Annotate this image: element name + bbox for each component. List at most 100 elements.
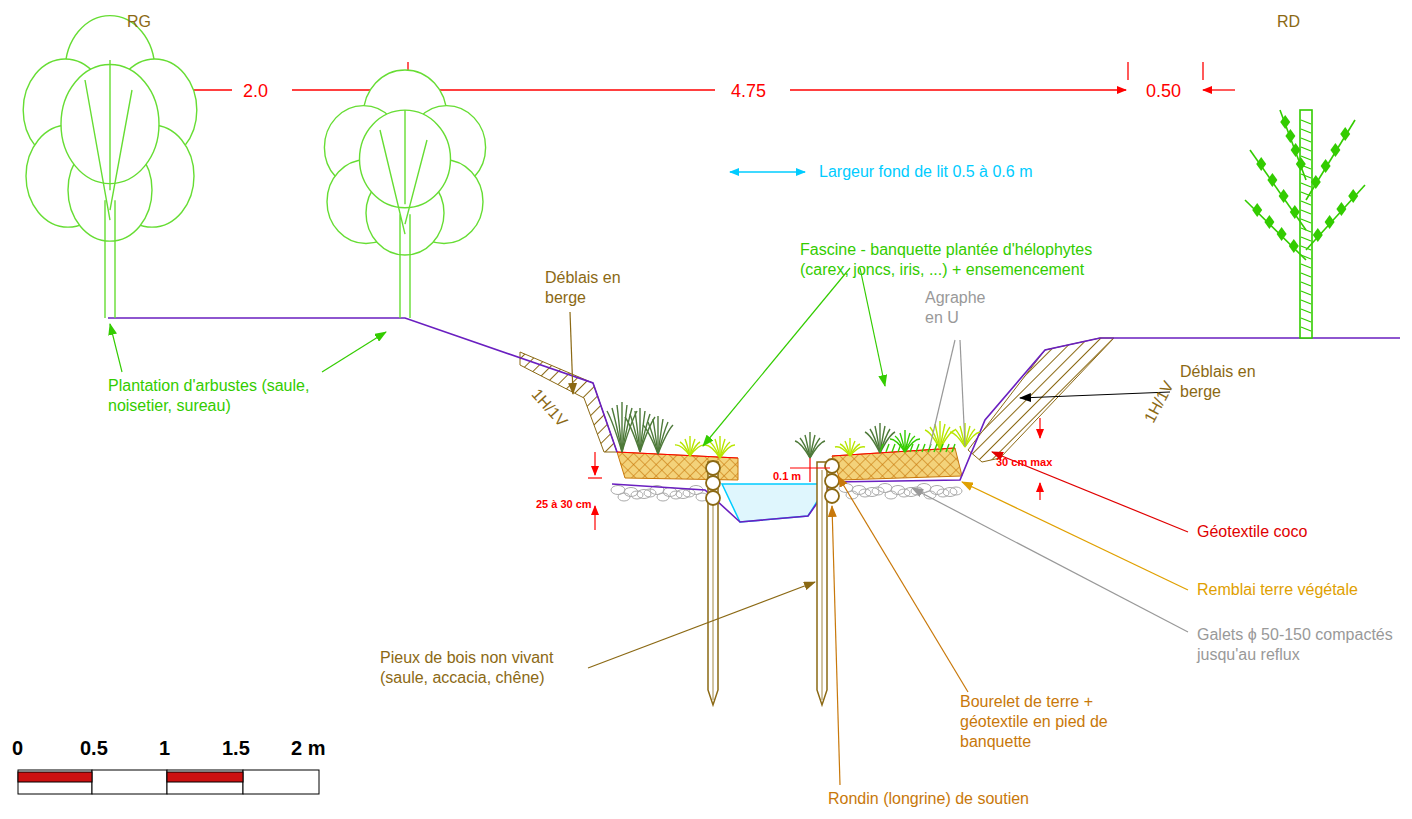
trees <box>85 60 132 318</box>
scale-bar <box>167 770 243 794</box>
helophytes <box>720 445 735 458</box>
dimension-lines <box>1127 62 1128 80</box>
leader-lines <box>838 476 968 692</box>
ground-profile <box>612 338 1400 522</box>
leader-lines <box>703 268 850 446</box>
deblais-hatch <box>968 338 1114 462</box>
trees <box>1267 173 1277 187</box>
deblais-hatch <box>520 338 1114 462</box>
helophytes <box>805 435 810 458</box>
helophytes <box>916 444 919 452</box>
deblais-hatch <box>520 352 617 452</box>
trees <box>1330 143 1340 157</box>
callout-label: Remblai terre végétale <box>1197 580 1358 600</box>
trees <box>1301 300 1311 304</box>
leader-lines <box>570 312 573 394</box>
leader-lines <box>930 340 955 446</box>
helophytes <box>810 441 825 458</box>
helophytes <box>922 444 925 452</box>
leader-lines <box>960 340 965 446</box>
dimension: 2.0 <box>240 80 271 103</box>
dimension: Largeur fond de lit 0.5 à 0.6 m <box>816 162 1035 182</box>
callout-label: Déblais en berge <box>545 268 625 308</box>
trees <box>1301 219 1311 223</box>
trees <box>1301 282 1311 286</box>
trees <box>1279 189 1289 203</box>
small-dimensions <box>594 506 595 530</box>
rondins <box>706 476 720 490</box>
helophytes <box>886 444 889 452</box>
scale-bar <box>18 770 319 794</box>
helophytes <box>934 444 937 452</box>
small-dimensions <box>588 418 1040 530</box>
small-dimensions <box>1039 418 1040 438</box>
slope-label: 1H/1V <box>527 385 572 431</box>
trees <box>1245 200 1306 260</box>
helophytes <box>904 444 907 452</box>
helophytes <box>952 444 955 452</box>
callout-label: Agraphe en U <box>925 288 1000 328</box>
helophytes <box>935 424 940 449</box>
trees <box>1280 115 1290 129</box>
trees <box>1301 318 1311 322</box>
trees <box>1301 120 1311 124</box>
trees <box>1301 264 1311 268</box>
leader-lines <box>912 488 1188 632</box>
dimension: 30 cm max <box>996 455 1052 469</box>
bed-width-arrow <box>730 171 805 172</box>
trees <box>1285 129 1295 143</box>
dimension: 0.1 m <box>773 469 801 483</box>
trees <box>1301 138 1311 142</box>
helophytes <box>612 408 622 452</box>
rondins <box>825 474 839 488</box>
small-dimensions <box>594 452 595 475</box>
trees <box>1301 147 1311 151</box>
galets <box>657 493 669 501</box>
trees <box>1250 150 1306 230</box>
trees <box>1296 157 1306 171</box>
dimension-lines <box>1203 89 1235 90</box>
helophytes <box>880 444 883 452</box>
helophytes <box>658 425 673 454</box>
slope-label: 1H/1V <box>1140 378 1179 427</box>
trees <box>1291 143 1301 157</box>
leader-lines <box>110 324 122 372</box>
small-dimensions <box>1039 483 1040 500</box>
scale-bar <box>243 770 319 794</box>
helophytes <box>946 444 949 452</box>
helophytes <box>900 433 905 452</box>
scale-number: 0.5 <box>80 736 108 761</box>
dimension: 25 à 30 cm <box>536 497 592 511</box>
helophytes <box>965 432 980 447</box>
scale-bar <box>167 772 243 782</box>
trees <box>1321 159 1331 173</box>
scale-bar <box>92 770 167 794</box>
trees <box>1256 157 1266 171</box>
galets <box>618 493 630 501</box>
leader-lines <box>832 506 840 785</box>
leader-lines <box>110 268 1188 785</box>
dimension: 4.75 <box>728 80 769 103</box>
leader-lines <box>962 482 1188 590</box>
callout-label: Rondin (longrine) de soutien <box>828 789 1029 809</box>
trees <box>1340 127 1350 141</box>
rondins <box>706 461 720 475</box>
trees <box>1306 120 1355 200</box>
bank-label: RD <box>1277 12 1300 32</box>
pieux <box>708 462 827 705</box>
helophytes <box>880 429 890 453</box>
trees <box>1313 228 1323 242</box>
callout-label: Galets ϕ 50-150 compactés jusqu'au reflu… <box>1197 625 1402 665</box>
callout-label: Fascine - banquette plantée d'hélophytes… <box>800 240 1145 280</box>
trees <box>1301 183 1311 187</box>
leader-lines <box>1020 392 1170 398</box>
helophytes <box>617 405 622 452</box>
helophytes <box>845 441 850 456</box>
helophytes <box>892 444 895 452</box>
trees <box>380 110 427 318</box>
callout-label: Déblais en berge <box>1180 362 1260 402</box>
helophytes <box>910 444 913 452</box>
helophytes <box>690 445 705 456</box>
trees <box>1264 215 1274 229</box>
small-dimensions <box>809 458 810 482</box>
